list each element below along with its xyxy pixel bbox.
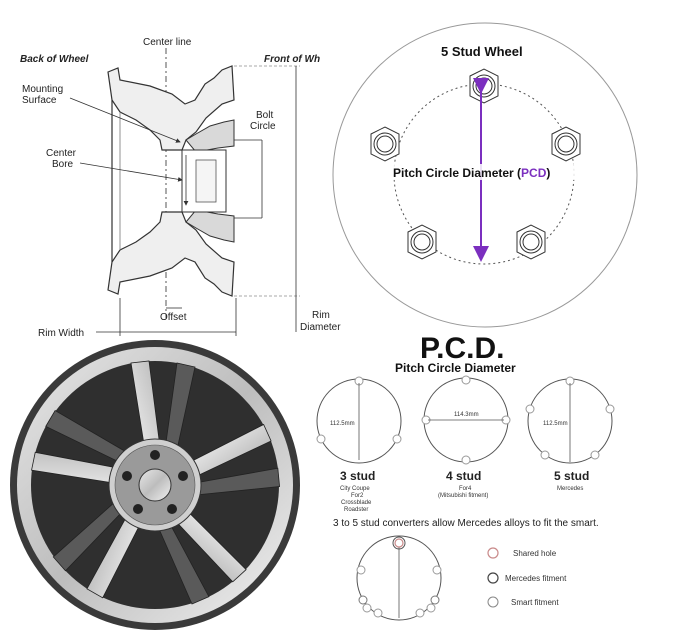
pcd-3-sub4: Roadster [344, 507, 368, 513]
offset-label: Offset [160, 312, 187, 323]
legend-mercedes-label: Mercedes fitment [505, 574, 567, 583]
pcd-4-sub2: (Mitsubishi fitment) [438, 493, 488, 499]
lug-hole [150, 450, 160, 460]
bolt-circle-label-2: Circle [250, 121, 276, 132]
front-of-wheel-label: Front of Wh [264, 54, 320, 65]
legend: Shared hole Mercedes fitment Smart fitme… [487, 547, 567, 608]
five-stud-title: 5 Stud Wheel [441, 44, 523, 59]
five-stud-panel: 5 Stud Wheel Pitch Circle Diameter (PCD) [332, 22, 638, 328]
pcd-3-measure: 112.5mm [330, 421, 355, 427]
legend-smart-label: Smart fitment [511, 598, 559, 607]
alloy-wheel-image [10, 340, 300, 630]
bolt-circle-label-1: Bolt [256, 110, 273, 121]
pcd-label: Pitch Circle Diameter (PCD) [393, 166, 550, 180]
mounting-surface-label-2: Surface [22, 95, 57, 106]
center-bore-label-2: Bore [52, 159, 74, 170]
pcd-3-sub2: For2 [351, 493, 364, 499]
center-bore-label-1: Center [46, 148, 77, 159]
rim-profile-bottom [107, 211, 235, 297]
rim-cross-section: Center line Back of Wheel Front of Wh Mo… [20, 37, 341, 339]
legend-shared-label: Shared hole [513, 549, 557, 558]
center-cap [138, 468, 172, 502]
pcd-circle-5-stud: 112.5mm 5 stud Mercedes [525, 376, 615, 492]
pcd-3-sub3: Crossblade [341, 500, 372, 506]
pcd-panel: P.C.D. Pitch Circle Diameter 112.5mm 3 s… [316, 332, 615, 621]
pcd-4-name: 4 stud [446, 469, 481, 483]
rim-profile-top [107, 65, 235, 151]
pcd-5-measure: 112.5mm [543, 421, 568, 427]
lug-hole [178, 471, 188, 481]
pcd-3-name: 3 stud [340, 469, 375, 483]
stud-nut-right [551, 126, 581, 162]
mounting-surface-label-1: Mounting [22, 84, 63, 95]
pcd-3-sub1: City Coupe [340, 486, 370, 492]
rim-diameter-label-2: Diameter [300, 322, 341, 333]
stud-nut-bottom-left [407, 224, 437, 260]
pcd-title: P.C.D. [420, 332, 504, 365]
pcd-5-name: 5 stud [554, 469, 589, 483]
stud-nut-top [469, 68, 499, 104]
rim-width-label: Rim Width [38, 328, 84, 339]
converter-note: 3 to 5 stud converters allow Mercedes al… [333, 518, 599, 529]
spokes [31, 360, 281, 605]
lug-hole [133, 504, 143, 514]
pcd-5-sub1: Mercedes [557, 486, 583, 492]
legend-smart-icon [487, 596, 499, 608]
stud-nut-bottom-right [516, 224, 546, 260]
legend-mercedes-icon [487, 572, 499, 584]
converter-circle [356, 535, 442, 621]
pcd-subtitle: Pitch Circle Diameter [395, 361, 516, 375]
pcd-4-measure: 114.3mm [454, 412, 479, 418]
pcd-circle-3-stud: 112.5mm 3 stud City Coupe For2 Crossblad… [316, 376, 402, 513]
center-line-label: Center line [143, 37, 192, 48]
legend-shared-icon [487, 547, 499, 559]
pcd-4-sub1: For4 [459, 486, 472, 492]
lug-hole [122, 471, 132, 481]
rim-diameter-label-1: Rim [312, 310, 330, 321]
stud-nut-left [370, 126, 400, 162]
back-of-wheel-label: Back of Wheel [20, 54, 89, 65]
lug-hole [167, 504, 177, 514]
pcd-circle-4-stud: 114.3mm 4 stud For4 (Mitsubishi fitment) [421, 375, 511, 499]
